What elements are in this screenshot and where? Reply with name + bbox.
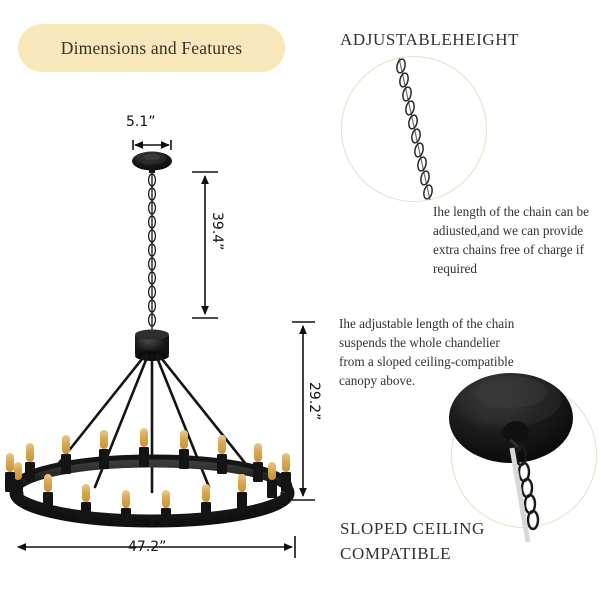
diagram-rim (9, 454, 295, 528)
diagram-hub (135, 329, 169, 361)
sloped-ceiling-heading: SLOPED CEILING COMPATIBLE (340, 516, 485, 566)
chain-photo-circle (341, 56, 487, 202)
page-title: Dimensions and Features (60, 37, 243, 58)
diagram-chain (147, 172, 157, 334)
title-banner: Dimensions and Features (18, 24, 285, 72)
adjustable-height-description: Ihe length of the chain can be adiusted,… (433, 204, 589, 276)
diagram-spokes (45, 352, 259, 494)
canopy-photo-circle (451, 382, 597, 528)
dimension-canopy-width (132, 140, 172, 150)
sloped-ceiling-heading-line2: COMPATIBLE (340, 544, 452, 563)
dimension-label-overall-height: 29.2” (306, 382, 322, 421)
dimension-label-diameter: 47.2” (128, 539, 167, 555)
dimension-label-chain-drop: 39.4” (209, 212, 225, 251)
diagram-canopy (132, 151, 172, 173)
diagram-bulbs-front (13, 462, 277, 526)
dimension-label-canopy-width: 5.1” (126, 114, 156, 130)
sloped-ceiling-description: Ihe adjustable length of the chain suspe… (339, 316, 515, 388)
adjustable-height-heading: ADJUSTABLEHEIGHT (340, 30, 520, 49)
diagram-bulbs-back (5, 428, 291, 492)
sloped-ceiling-heading-line1: SLOPED CEILING (340, 519, 485, 538)
